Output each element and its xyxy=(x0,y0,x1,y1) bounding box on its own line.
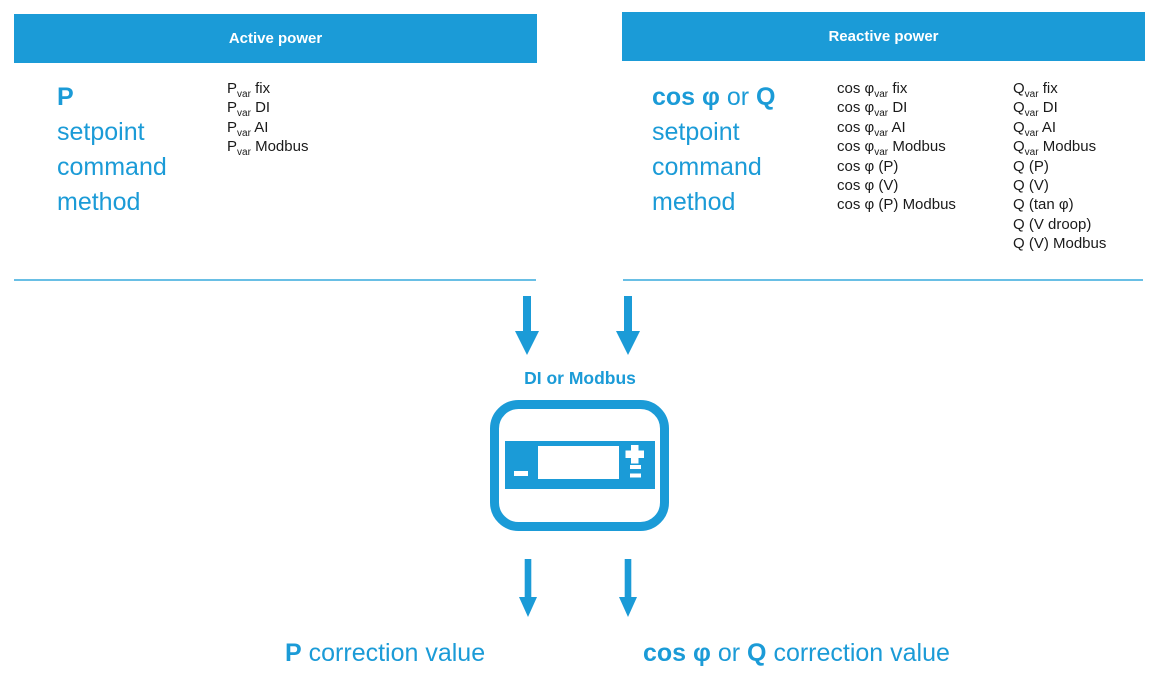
list-item: Q (V) Modbus xyxy=(1013,235,1107,253)
heading-line: setpoint xyxy=(652,118,740,146)
reactive-section-divider xyxy=(623,279,1143,281)
list-item: cos φvar fix xyxy=(837,80,908,100)
heading-line: setpoint xyxy=(57,118,145,146)
heading-symbol-cosphi: cos φ xyxy=(652,83,720,111)
list-item: Qvar Modbus xyxy=(1013,138,1097,159)
list-item: Pvar AI xyxy=(227,118,269,139)
reactive-power-header-label: Reactive power xyxy=(828,28,939,45)
list-item: Q (V) xyxy=(1013,177,1049,195)
list-item: Qvar AI xyxy=(1013,118,1057,139)
list-item: cos φvar DI xyxy=(837,99,908,120)
list-item: Q (P) xyxy=(1013,157,1049,175)
cosphi-q-correction-value-label: cos φ or Q correction value xyxy=(643,639,950,667)
active-section-divider xyxy=(14,279,536,281)
list-item: cos φ (P) Modbus xyxy=(837,196,956,214)
reactive-setpoint-heading: cos φ or Q setpoint command method xyxy=(652,80,776,220)
arrow-down-icon xyxy=(614,296,642,355)
p-correction-value-label: P correction value xyxy=(285,639,486,667)
heading-line: command xyxy=(652,153,762,181)
list-item: cos φvar Modbus xyxy=(837,138,946,159)
heading-line: method xyxy=(57,188,141,216)
arrow-down-icon xyxy=(518,559,538,617)
active-power-header-label: Active power xyxy=(228,30,323,47)
list-item: Pvar Modbus xyxy=(227,138,309,159)
controller-display-icon xyxy=(490,400,669,531)
heading-line: command xyxy=(57,153,167,181)
list-item: cos φvar AI xyxy=(837,118,906,139)
di-or-modbus-label: DI or Modbus xyxy=(524,368,636,388)
reactive-cosphi-method-list: cos φvar fix cos φvar DI cos φvar AI cos… xyxy=(837,79,956,215)
list-item: cos φ (P) xyxy=(837,157,899,175)
list-item: Q (V droop) xyxy=(1013,215,1092,233)
list-item: Pvar DI xyxy=(227,99,271,120)
reactive-power-header: Reactive power xyxy=(622,12,1145,61)
heading-line: method xyxy=(652,188,736,216)
heading-or: or xyxy=(719,83,757,111)
reactive-q-method-list: Qvar fix Qvar DI Qvar AI Qvar Modbus Q (… xyxy=(1013,79,1106,254)
list-item: Pvar fix xyxy=(227,80,271,100)
heading-symbol-p: P xyxy=(57,83,74,111)
active-setpoint-heading: P setpoint command method xyxy=(57,80,167,220)
list-item: Q (tan φ) xyxy=(1013,196,1074,214)
arrow-down-icon xyxy=(618,559,638,617)
list-item: Qvar fix xyxy=(1013,80,1058,100)
active-method-list: Pvar fix Pvar DI Pvar AI Pvar Modbus xyxy=(227,79,309,159)
arrow-down-icon xyxy=(513,296,541,355)
list-item: Qvar DI xyxy=(1013,99,1058,120)
active-power-header: Active power xyxy=(14,14,537,63)
list-item: cos φ (V) xyxy=(837,177,899,195)
heading-symbol-q: Q xyxy=(756,83,776,111)
